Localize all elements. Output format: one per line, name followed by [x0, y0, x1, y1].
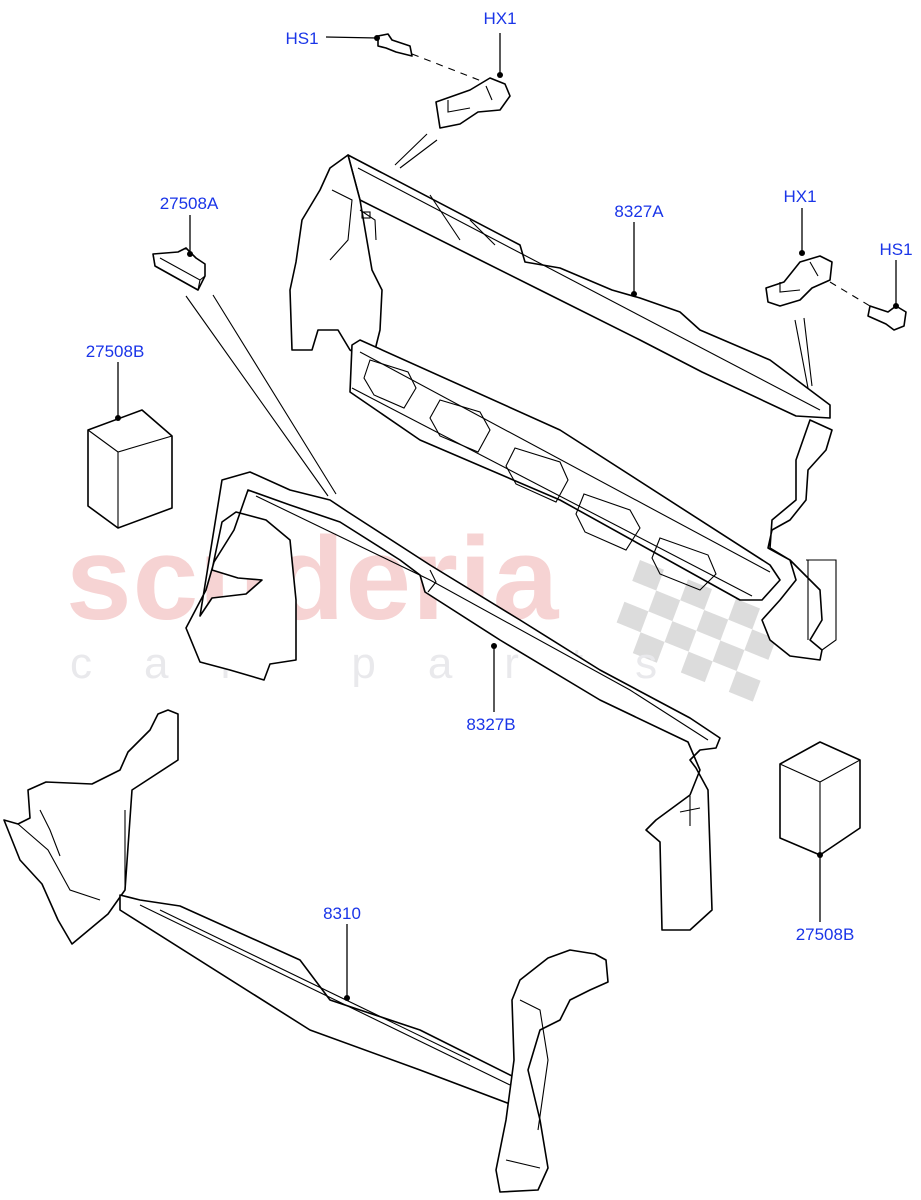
screw-hs1-top-icon: [374, 33, 413, 57]
clip-hx1-right-icon: [765, 250, 833, 307]
callout-hs1-right[interactable]: HS1: [879, 240, 913, 259]
side-seal-8327b: [185, 471, 721, 931]
callout-8310[interactable]: 8310: [323, 904, 361, 923]
bolt-hs1-right-icon: [867, 303, 907, 331]
callout-8327b[interactable]: 8327B: [466, 715, 516, 734]
callout-8327a[interactable]: 8327A: [614, 202, 664, 221]
callout-hx1-right[interactable]: HX1: [783, 187, 817, 206]
callout-hs1-top[interactable]: HS1: [285, 29, 319, 48]
leader-lines: [117, 33, 897, 998]
clip-hx1-top-icon: [435, 72, 511, 129]
callout-27508b-left[interactable]: 27508B: [85, 342, 145, 361]
lower-air-deflector-8310: [3, 709, 609, 1193]
callout-hx1-top[interactable]: HX1: [483, 9, 517, 28]
foam-block-27508b-left-icon: [87, 409, 173, 529]
foam-block-27508b-right-icon: [779, 741, 861, 858]
upper-air-deflector-8327a: [289, 154, 837, 661]
callout-27508a[interactable]: 27508A: [159, 194, 219, 213]
callout-27508b-right[interactable]: 27508B: [795, 925, 855, 944]
foam-pad-27508a-icon: [152, 247, 206, 291]
